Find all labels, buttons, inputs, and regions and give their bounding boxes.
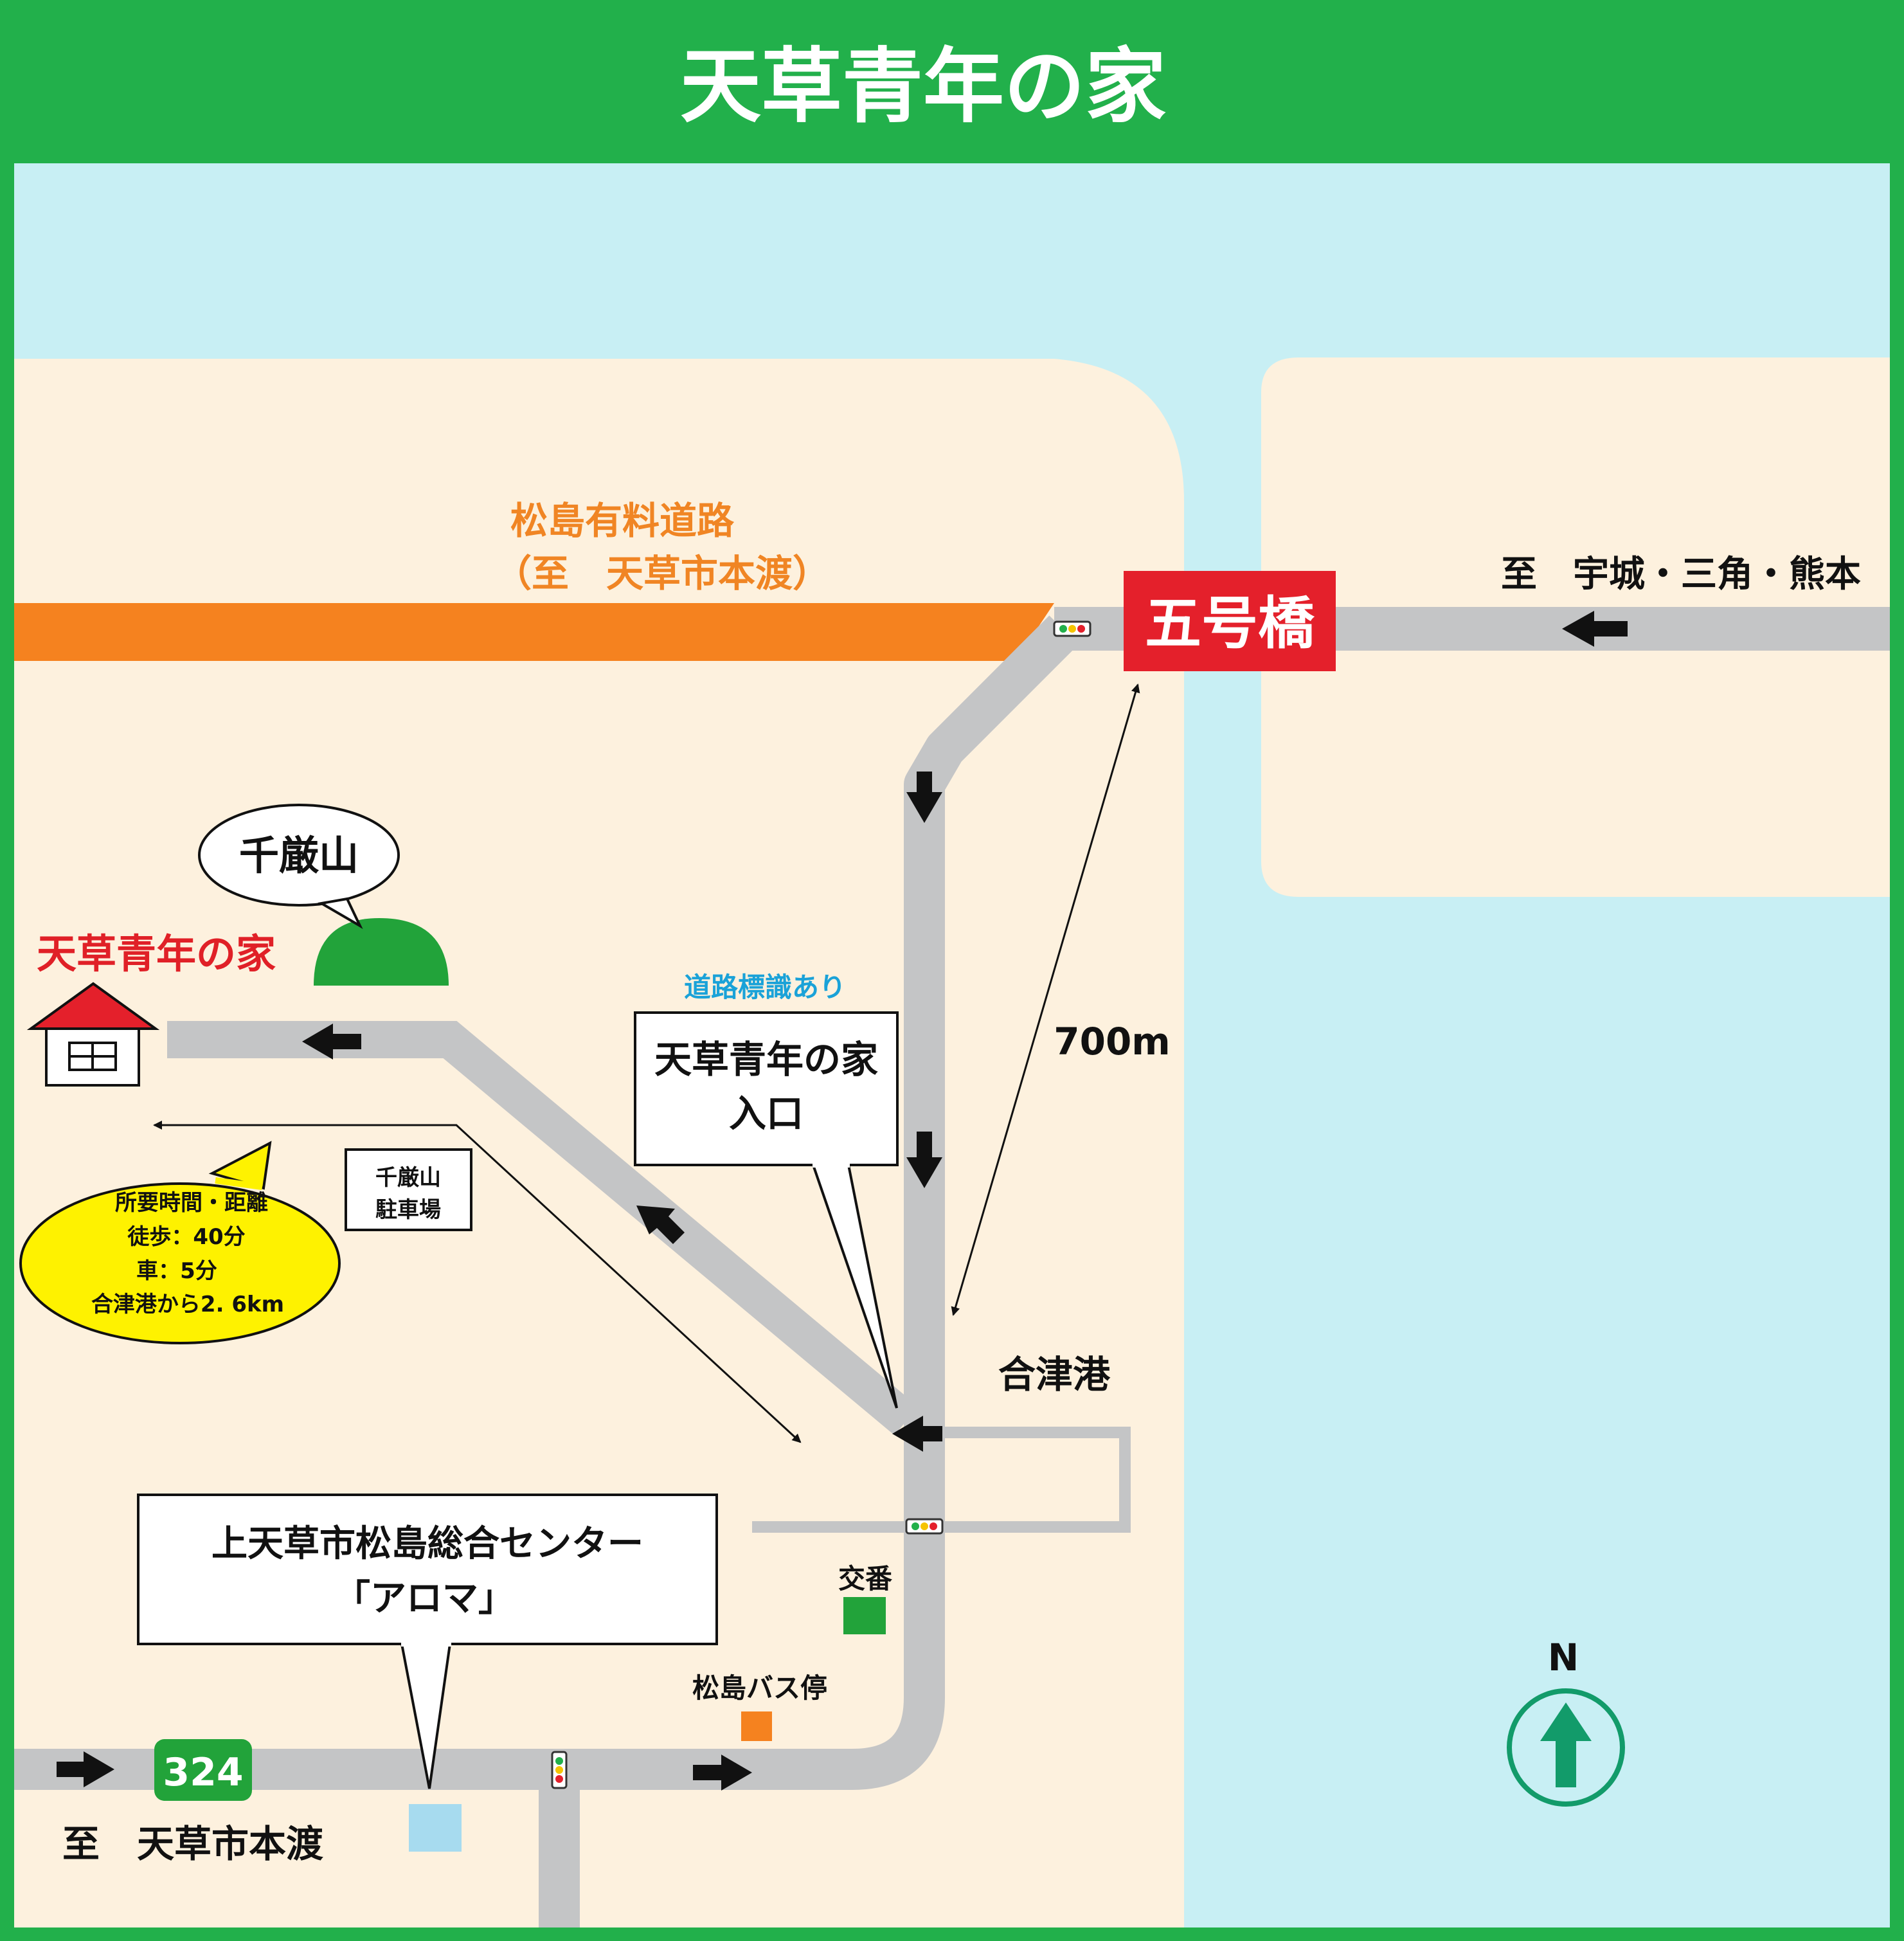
center-line2: 「アロマ」 (334, 1578, 514, 1620)
arrow-east-route-1 (57, 1751, 114, 1787)
traffic-light-route (551, 1751, 568, 1789)
facility-name: 天草青年の家 (37, 930, 276, 977)
police-box-marker (843, 1597, 886, 1634)
entrance-sign: 天草青年の家 入口 (634, 1011, 899, 1409)
north-label: N (1548, 1636, 1579, 1679)
mountain-name: 千厳山 (239, 832, 359, 879)
route-shield (154, 1739, 252, 1801)
arrow-south-1 (906, 772, 942, 823)
toll-road (14, 603, 1054, 661)
entrance-sign-line2: 入口 (729, 1092, 804, 1135)
parking-sign: 千厳山 駐車場 (345, 1148, 472, 1231)
center-marker (409, 1804, 462, 1852)
page-title: 天草青年の家 (680, 39, 1166, 134)
center-callout: 上天草市松島総合センター 「アロマ」 (137, 1494, 718, 1789)
arrow-west-bridge (1562, 611, 1628, 647)
road-sign-note: 道路標識あり (684, 971, 846, 1003)
north-compass: N (1507, 1636, 1625, 1807)
entrance-sign-line1: 天草青年の家 (654, 1038, 878, 1081)
main-road (14, 615, 1079, 1790)
bridge-name: 五号橋 (1145, 590, 1315, 656)
destination-southwest: 至 天草市本渡 (62, 1822, 323, 1866)
toll-road-name: 松島有料道路 (510, 499, 735, 543)
facility-house-icon (26, 982, 160, 1087)
travel-info-line1: 所要時間・距離 (115, 1190, 268, 1216)
arrow-south-2 (906, 1132, 942, 1188)
north-arrow-icon (1540, 1702, 1592, 1787)
destination-east: 至 宇城・三角・熊本 (1501, 554, 1861, 595)
travel-info-line4: 合津港から2. 6km (91, 1292, 284, 1317)
toll-road-destination: （至 天草市本渡） (494, 552, 830, 595)
travel-info-line2: 徒歩：40分 (127, 1224, 245, 1250)
arrow-west-junction (892, 1416, 942, 1452)
travel-info-line3: 車：5分 (136, 1258, 217, 1284)
arrow-east-route-2 (693, 1755, 752, 1791)
bus-stop-marker (741, 1711, 772, 1741)
parking-line2: 駐車場 (375, 1197, 441, 1223)
walking-route-line (153, 1121, 802, 1443)
traffic-light-bridge (1053, 620, 1091, 637)
bus-stop-name: 松島バス停 (692, 1672, 827, 1704)
police-box-name: 交番 (838, 1563, 892, 1594)
compass-ring (1507, 1688, 1625, 1807)
travel-info-balloon: 所要時間・距離 徒歩：40分 車：5分 合津港から2. 6km (19, 1141, 341, 1344)
port-name: 合津港 (998, 1353, 1111, 1396)
route-number: 324 (163, 1750, 243, 1795)
traffic-light-port (905, 1518, 944, 1535)
mountain-callout: 千厳山 (198, 804, 400, 929)
center-line1: 上天草市松島総合センター (211, 1523, 643, 1565)
parking-line1: 千厳山 (375, 1165, 441, 1191)
bridge-label-box (1124, 571, 1336, 671)
mountain-shape (314, 918, 449, 986)
distance-label: 700m (1054, 1020, 1171, 1063)
arrow-west-facility (302, 1024, 361, 1060)
distance-line (951, 683, 1140, 1316)
